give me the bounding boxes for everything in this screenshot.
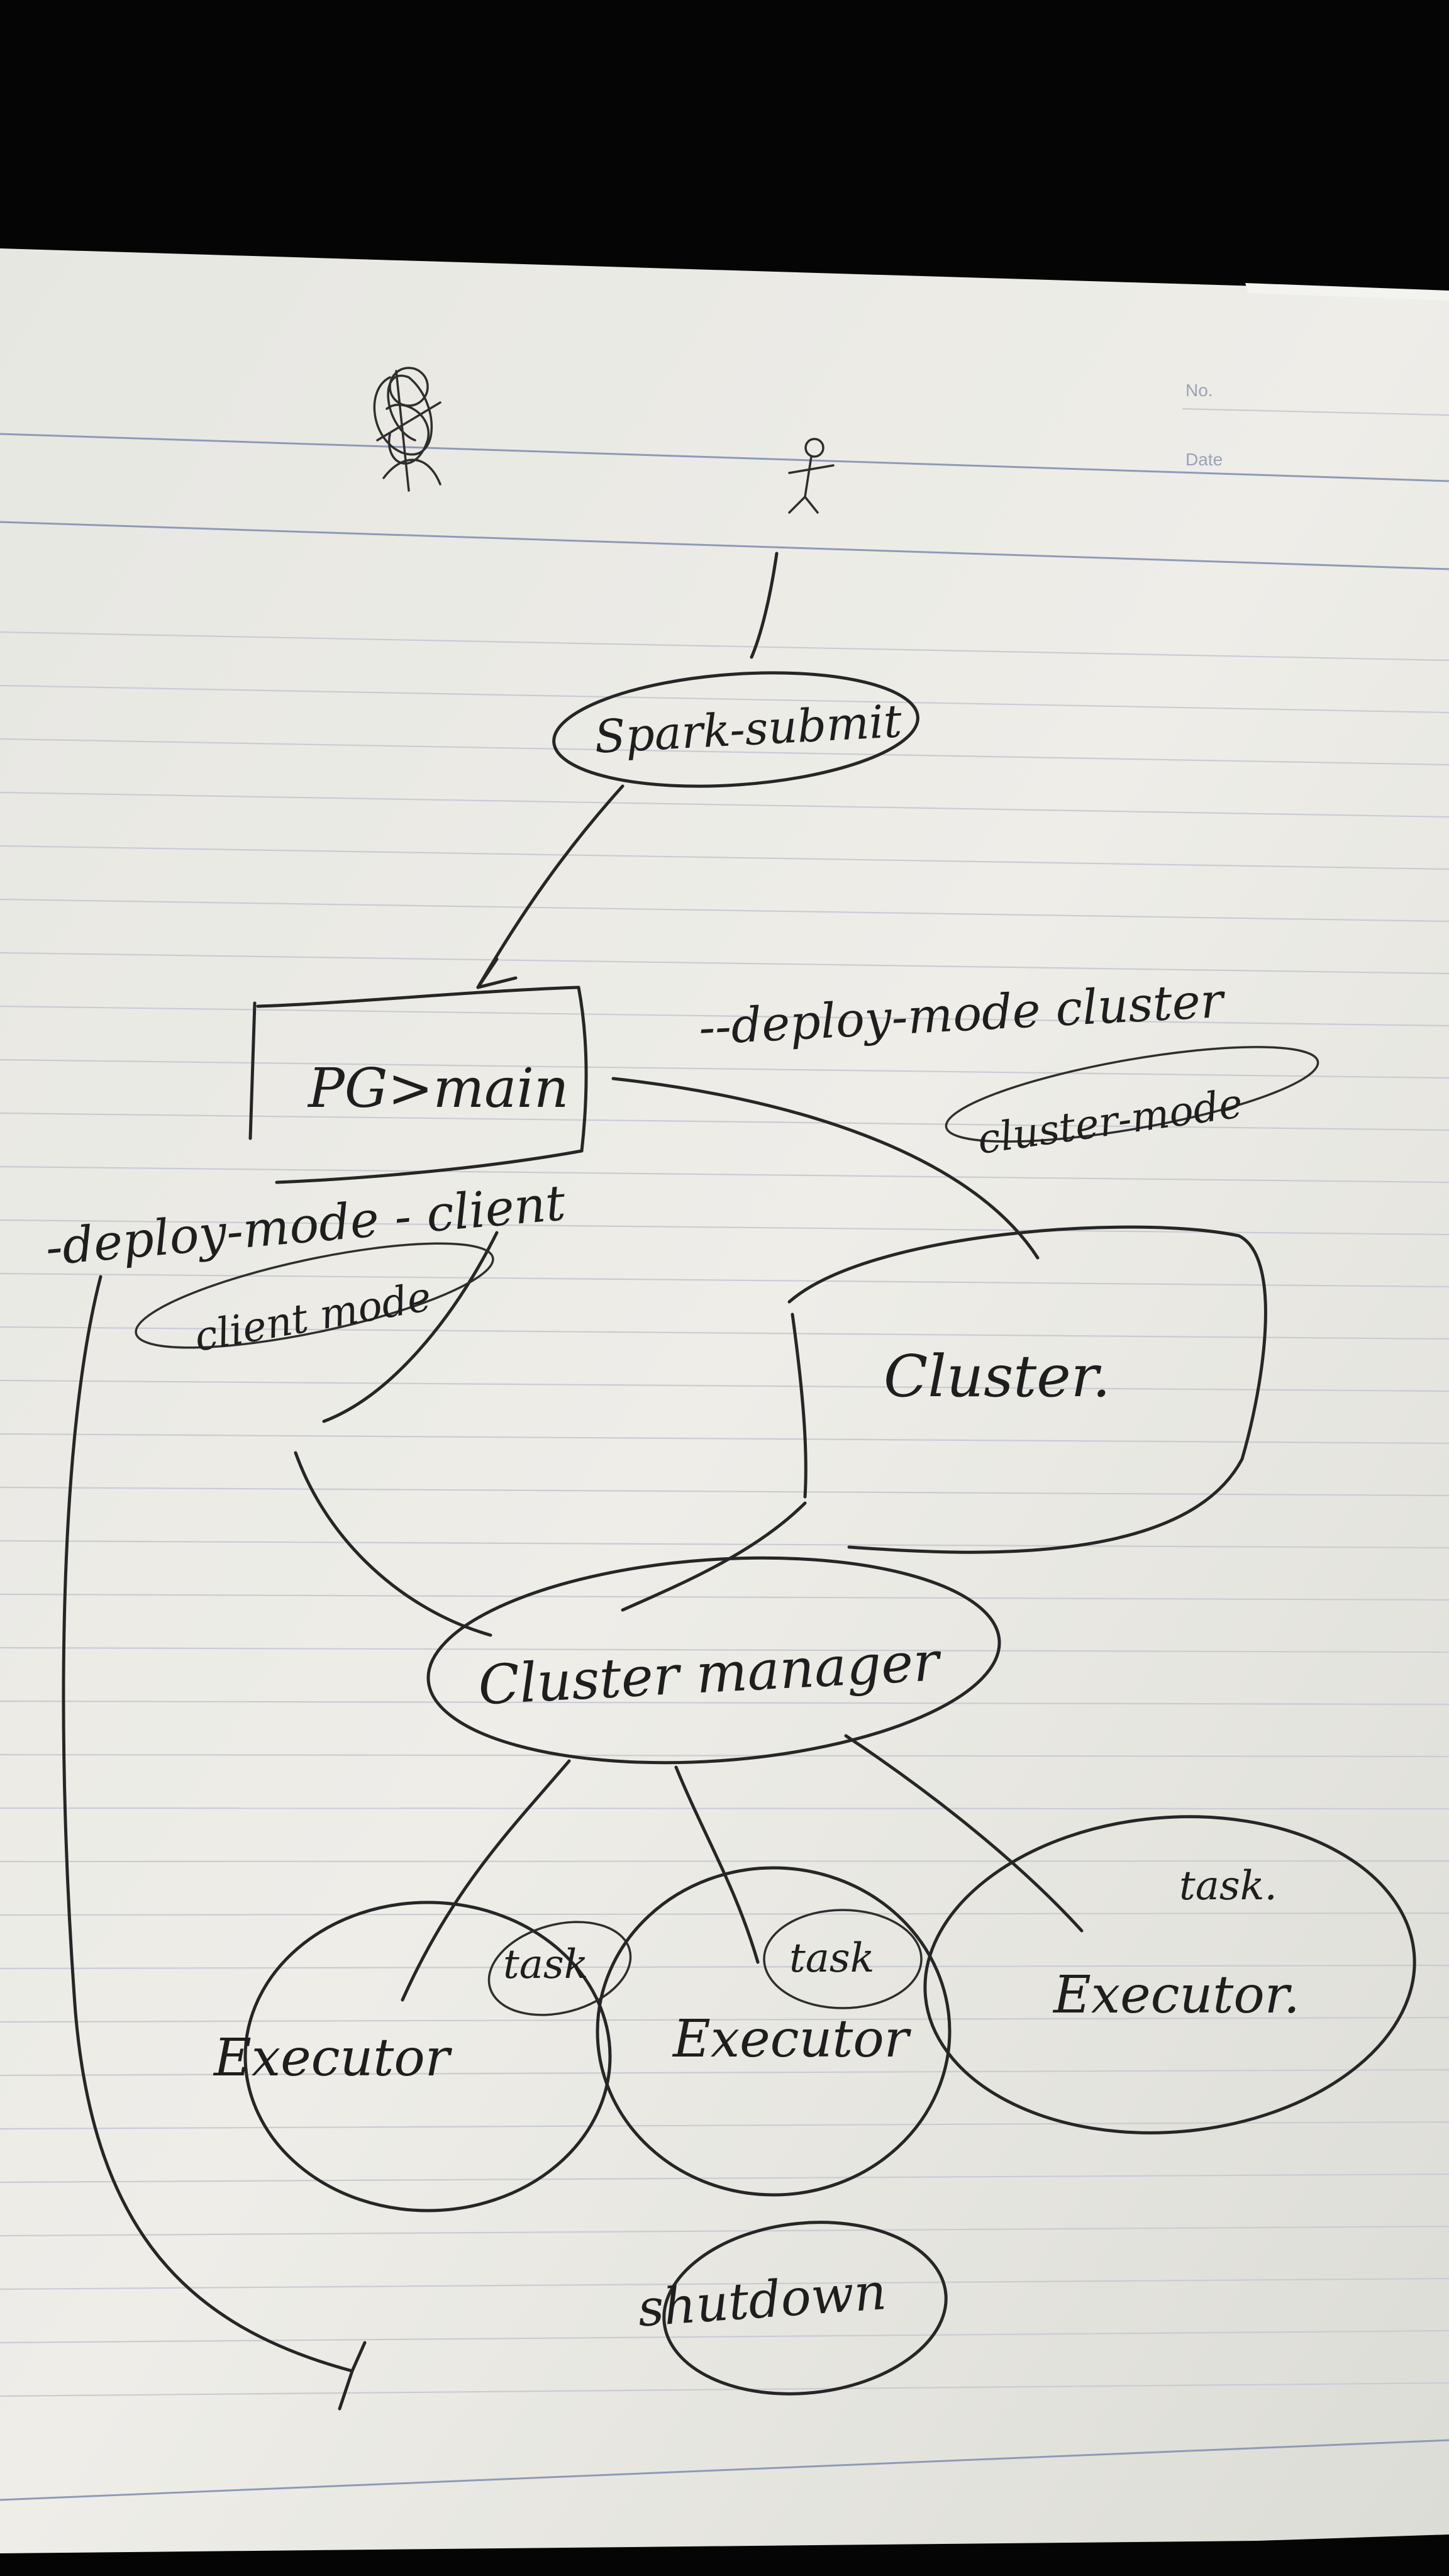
executor-2-label: Executor: [672, 2009, 912, 2069]
page-header: No. Date: [0, 380, 1449, 570]
executor-1-node: [243, 1901, 612, 2212]
cluster-mode-oval: [945, 1046, 1319, 1143]
main-node: [248, 985, 588, 1184]
task-3-label: task.: [1179, 1863, 1277, 1909]
client-mode-oval: [135, 1242, 494, 1349]
executor-3-node: [923, 1815, 1416, 2135]
executor-2-node: [596, 1866, 952, 2197]
executor-3-label: Executor.: [1052, 1965, 1300, 2025]
main-node-label: PG>main: [307, 1057, 569, 1120]
date-label: Date: [1185, 450, 1223, 469]
scribble-mark: [373, 367, 441, 492]
task-2-oval: [763, 1909, 923, 2009]
no-label: No.: [1185, 380, 1213, 400]
spark-submit-node: [552, 671, 919, 788]
task-2-label: task: [789, 1935, 875, 1982]
task-1-oval: [487, 1921, 632, 2016]
cluster-node: [787, 1225, 1267, 1554]
cluster-manager-node: [426, 1556, 1001, 1765]
diagram-connections: [62, 552, 1084, 2411]
page-edge: [1245, 283, 1449, 301]
cluster-node-label: Cluster.: [884, 1343, 1111, 1410]
notebook-page: [0, 248, 1449, 2553]
task-1-label: task: [503, 1941, 589, 1988]
shutdown-node: [662, 2221, 948, 2396]
executor-1-label: Executor: [213, 2028, 453, 2088]
user-icon: [788, 438, 835, 514]
ruled-lines: [0, 631, 1449, 2501]
